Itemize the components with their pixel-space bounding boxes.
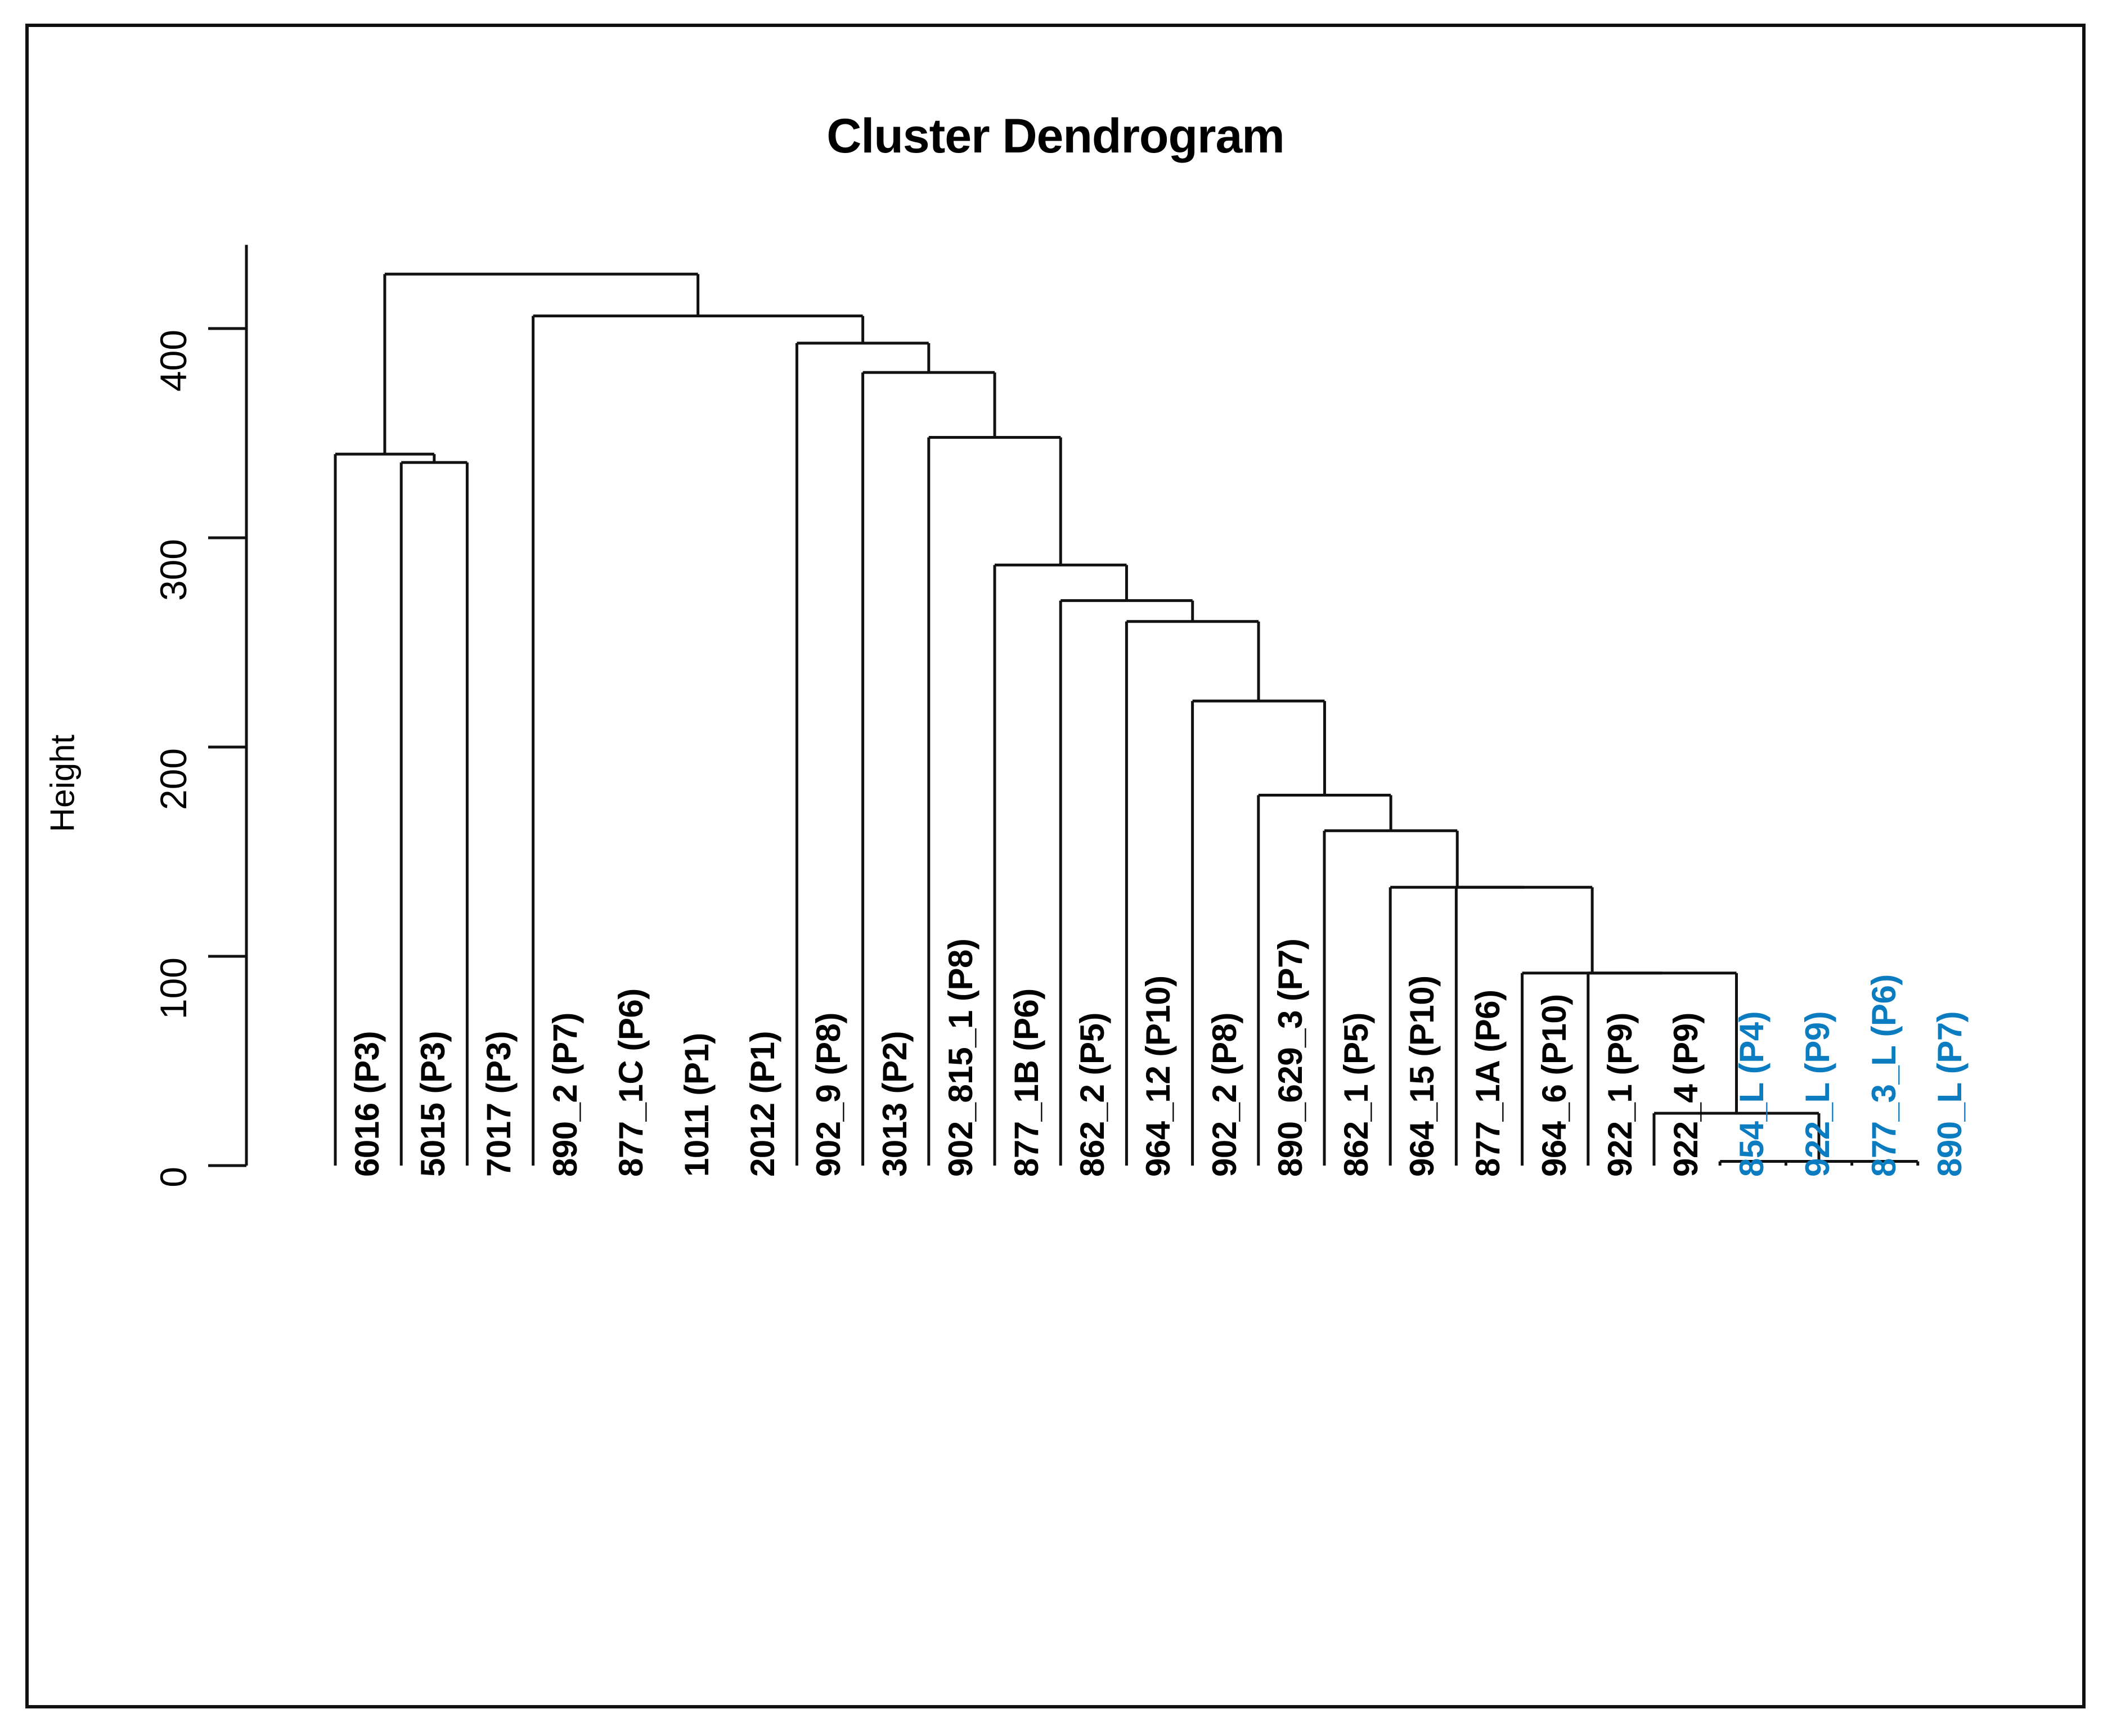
leaf-label-23: 877_3_L (P6)	[1864, 974, 1903, 1177]
leaf-label-0: 6016 (P3)	[348, 1031, 386, 1177]
leaf-label-8: 3013 (P2)	[875, 1031, 914, 1177]
figure-frame: Cluster Dendrogram Height 6016 (P3)5015 …	[25, 24, 2086, 1708]
leaf-label-21: 854_L (P4)	[1733, 1011, 1771, 1177]
leaf-label-6: 2012 (P1)	[744, 1031, 782, 1177]
leaf-label-18: 964_6 (P10)	[1535, 994, 1573, 1177]
leaf-label-19: 922_1 (P9)	[1601, 1013, 1639, 1177]
leaf-label-3: 890_2 (P7)	[546, 1013, 584, 1177]
y-tick-label-200: 200	[152, 748, 194, 811]
leaf-label-20: 922_4 (P9)	[1667, 1013, 1705, 1177]
leaf-label-15: 862_1 (P5)	[1337, 1013, 1375, 1177]
y-tick-label-400: 400	[152, 330, 194, 392]
leaf-label-9: 902_815_1 (P8)	[941, 938, 979, 1177]
leaf-label-17: 877_1A (P6)	[1469, 990, 1507, 1177]
leaf-label-11: 862_2 (P5)	[1073, 1013, 1112, 1177]
leaf-label-4: 877_1C (P6)	[612, 988, 650, 1177]
dendrogram-plot: 6016 (P3) 5015 (P3) 7017 (P3) 890_2 (P7) 877…	[29, 27, 2082, 1705]
leaf-label-1: 5015 (P3)	[414, 1031, 452, 1177]
leaf-label-16: 964_15 (P10)	[1403, 975, 1441, 1177]
y-tick-label-300: 300	[152, 539, 194, 601]
y-tick-label-0: 0	[152, 1167, 194, 1188]
leaf-label-22: 922_L (P9)	[1799, 1011, 1837, 1177]
leaf-label-14: 890_629_3 (P7)	[1271, 938, 1309, 1177]
leaf-label-13: 902_2 (P8)	[1205, 1013, 1243, 1177]
leaf-label-7: 902_9 (P8)	[810, 1013, 848, 1177]
dendrogram-svg	[208, 245, 1920, 1167]
y-tick-label-100: 100	[152, 957, 194, 1020]
leaf-label-12: 964_12 (P10)	[1139, 975, 1178, 1177]
leaf-label-24: 890_L (P7)	[1930, 1011, 1969, 1177]
leaf-label-5: 1011 (P1)	[678, 1033, 716, 1177]
leaf-label-2: 7017 (P3)	[480, 1031, 518, 1177]
page-title: Cluster Dendrogram	[826, 109, 1285, 163]
leaf-label-10: 877_1B (P6)	[1008, 988, 1045, 1177]
